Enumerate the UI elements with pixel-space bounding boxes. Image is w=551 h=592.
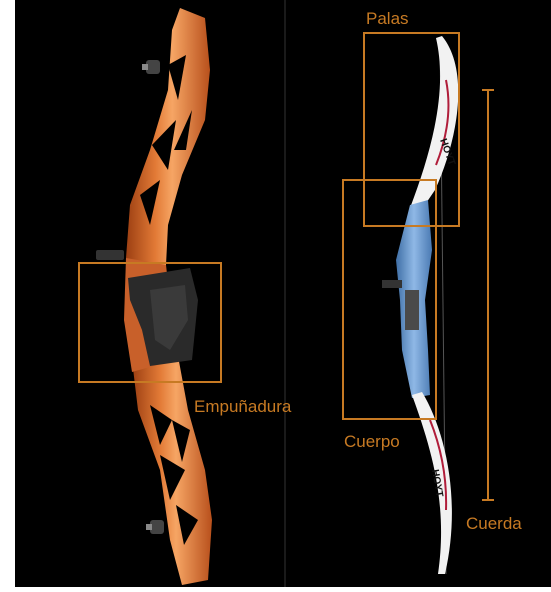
limb-bolt-top: [146, 60, 160, 74]
label-cuerda: Cuerda: [466, 515, 522, 532]
limb-bolt-bottom: [150, 520, 164, 534]
label-cuerpo: Cuerpo: [344, 433, 400, 450]
plunger: [96, 250, 124, 260]
label-palas: Palas: [366, 10, 409, 27]
background: [15, 0, 551, 587]
label-empunadura: Empuñadura: [194, 398, 291, 415]
